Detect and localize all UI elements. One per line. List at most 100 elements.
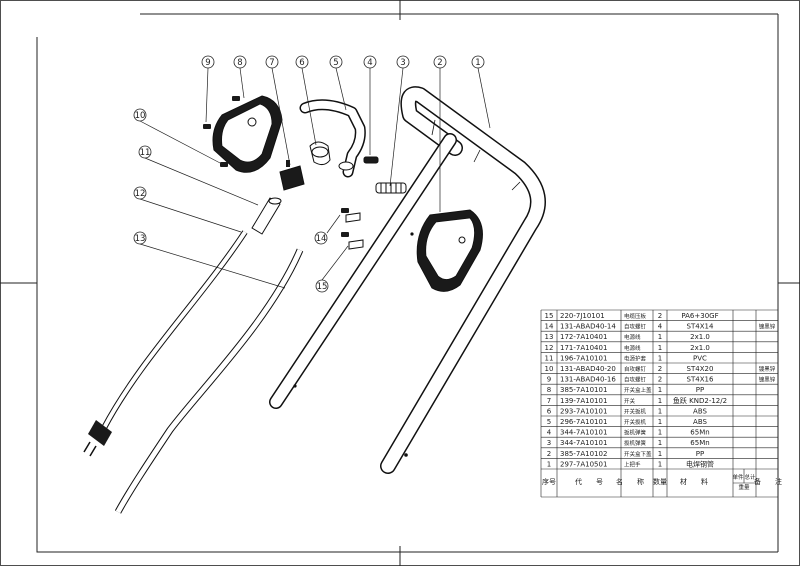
bom-cell-name: 开关盒上盖 [624,386,652,394]
part-power-cord [83,230,248,457]
bom-cell-code: 385-7A10102 [560,450,607,458]
svg-text:6: 6 [299,58,304,68]
balloons: 1 2 3 4 5 6 7 8 9 10 11 12 13 14 15 [133,55,485,293]
part-switch-lever [309,141,331,166]
bom-cell-name: 扳机弹簧 [624,429,647,437]
bom-cell-qty: 1 [658,344,662,352]
bom-header: 序号 代 号 名 称 数量 材 料 单件 总计 重量 备 注 [542,473,782,491]
bom-cell-material: 2x1.0 [690,344,710,352]
bom-cell-no: 8 [547,386,551,394]
bom-cell-name: 开关扳机 [624,407,647,415]
bom-cell-material: PP [696,450,704,458]
svg-text:5: 5 [333,58,338,68]
bom-cell-qty: 2 [658,312,662,320]
bom-cell-note: 镀黑锌 [759,323,776,331]
part-spring [375,182,407,194]
part-small-spring [363,156,379,164]
svg-text:7: 7 [269,58,274,68]
svg-text:13: 13 [135,234,146,244]
bom-cell-code: 131-ABAD40-16 [560,376,616,384]
balloon-10: 10 [133,108,147,122]
bom-cell-qty: 1 [658,439,662,447]
bom-cell-name: 电源线 [624,344,641,352]
bom-cell-name: 电源线 [624,333,641,341]
bom-header-total-weight: 总计 [744,473,756,481]
bom-cell-qty: 1 [658,418,662,426]
balloon-13: 13 [133,231,147,245]
bom-cell-code: 131-ABAD40-14 [560,323,616,331]
bom-header-code: 代 号 [575,477,603,486]
part-switch-trigger [299,99,366,178]
bom-header-no: 序号 [542,477,556,486]
bom-cell-material: 鱼跃 KND2-12/2 [673,396,727,405]
bom-cell-material: PP [696,386,704,394]
svg-text:14: 14 [316,234,327,244]
bom-cell-no: 14 [545,323,554,331]
bom-cell-code: 172-7A10401 [560,333,607,341]
bom-cell-code: 131-ABAD40-20 [560,365,616,373]
part-power-cord-2 [114,248,304,514]
bom-cell-code: 171-7A10401 [560,344,607,352]
bom-cell-qty: 1 [658,407,662,415]
bom-cell-name: 开关 [624,397,636,405]
bom-header-note: 备 注 [754,477,782,486]
part-screws [203,96,349,237]
bom-cell-no: 4 [547,429,552,437]
bom-cell-name: 自攻螺钉 [624,376,647,384]
svg-text:11: 11 [140,148,151,158]
balloon-5: 5 [329,55,343,69]
balloon-6: 6 [295,55,309,69]
balloon-1: 1 [471,55,485,69]
svg-text:1: 1 [475,58,480,68]
bom-cell-no: 1 [547,460,551,468]
bom-cell-name: 电缆压板 [624,312,647,320]
bom-cell-no: 10 [545,365,554,373]
bom-header-unit-weight: 单件 [732,473,744,481]
bom-cell-no: 9 [547,376,551,384]
bom-header-weight: 重量 [738,483,750,491]
bom-cell-code: 196-7A10101 [560,354,607,362]
svg-text:3: 3 [400,58,405,68]
bom-cell-name: 自攻螺钉 [624,365,647,373]
bom-cell-material: PVC [693,354,707,362]
leader-lines [139,67,491,289]
bom-cell-no: 13 [545,333,554,341]
bom-cell-qty: 1 [658,397,662,405]
bom-cell-note: 镀黑锌 [759,376,776,384]
bom-cell-material: ST4X20 [687,365,714,373]
bom-cell-material: ABS [693,407,707,415]
bom-cell-material: ST4X16 [687,376,714,384]
bom-cell-no: 2 [547,450,551,458]
bom-cell-material: 电焊钢管 [686,459,714,468]
bom-cell-name: 开关盒下盖 [624,450,652,458]
bom-cell-code: 344-7A10101 [560,439,607,447]
svg-text:2: 2 [437,58,442,68]
bom-cell-no: 6 [547,407,552,415]
bom-cell-code: 297-7A10501 [560,460,607,468]
bom-cell-qty: 2 [658,376,662,384]
bom-cell-code: 296-7A10101 [560,418,607,426]
balloon-2: 2 [433,55,447,69]
bom-header-name: 名 称 [616,477,644,486]
part-upper-handle-tube [380,86,546,474]
bom-cell-no: 7 [547,397,551,405]
bom-header-qty: 数量 [653,477,667,486]
bom-cell-no: 5 [547,418,551,426]
part-cable-clamp [345,212,364,250]
balloon-7: 7 [265,55,279,69]
bom-cell-code: 220-7J10101 [560,312,605,320]
bom-cell-material: ST4X14 [687,323,714,331]
part-switch-housing-upper [212,95,283,173]
balloon-14: 14 [314,231,328,245]
bom-cell-note: 镀黑锌 [759,365,776,373]
bom-cell-material: ABS [693,418,707,426]
bom-cell-qty: 4 [658,323,663,331]
bom-cell-qty: 1 [658,354,662,362]
bom-cell-no: 12 [545,344,554,352]
bom-cell-qty: 2 [658,365,662,373]
svg-text:15: 15 [317,282,328,292]
bom-cell-material: 65Mn [690,439,709,447]
